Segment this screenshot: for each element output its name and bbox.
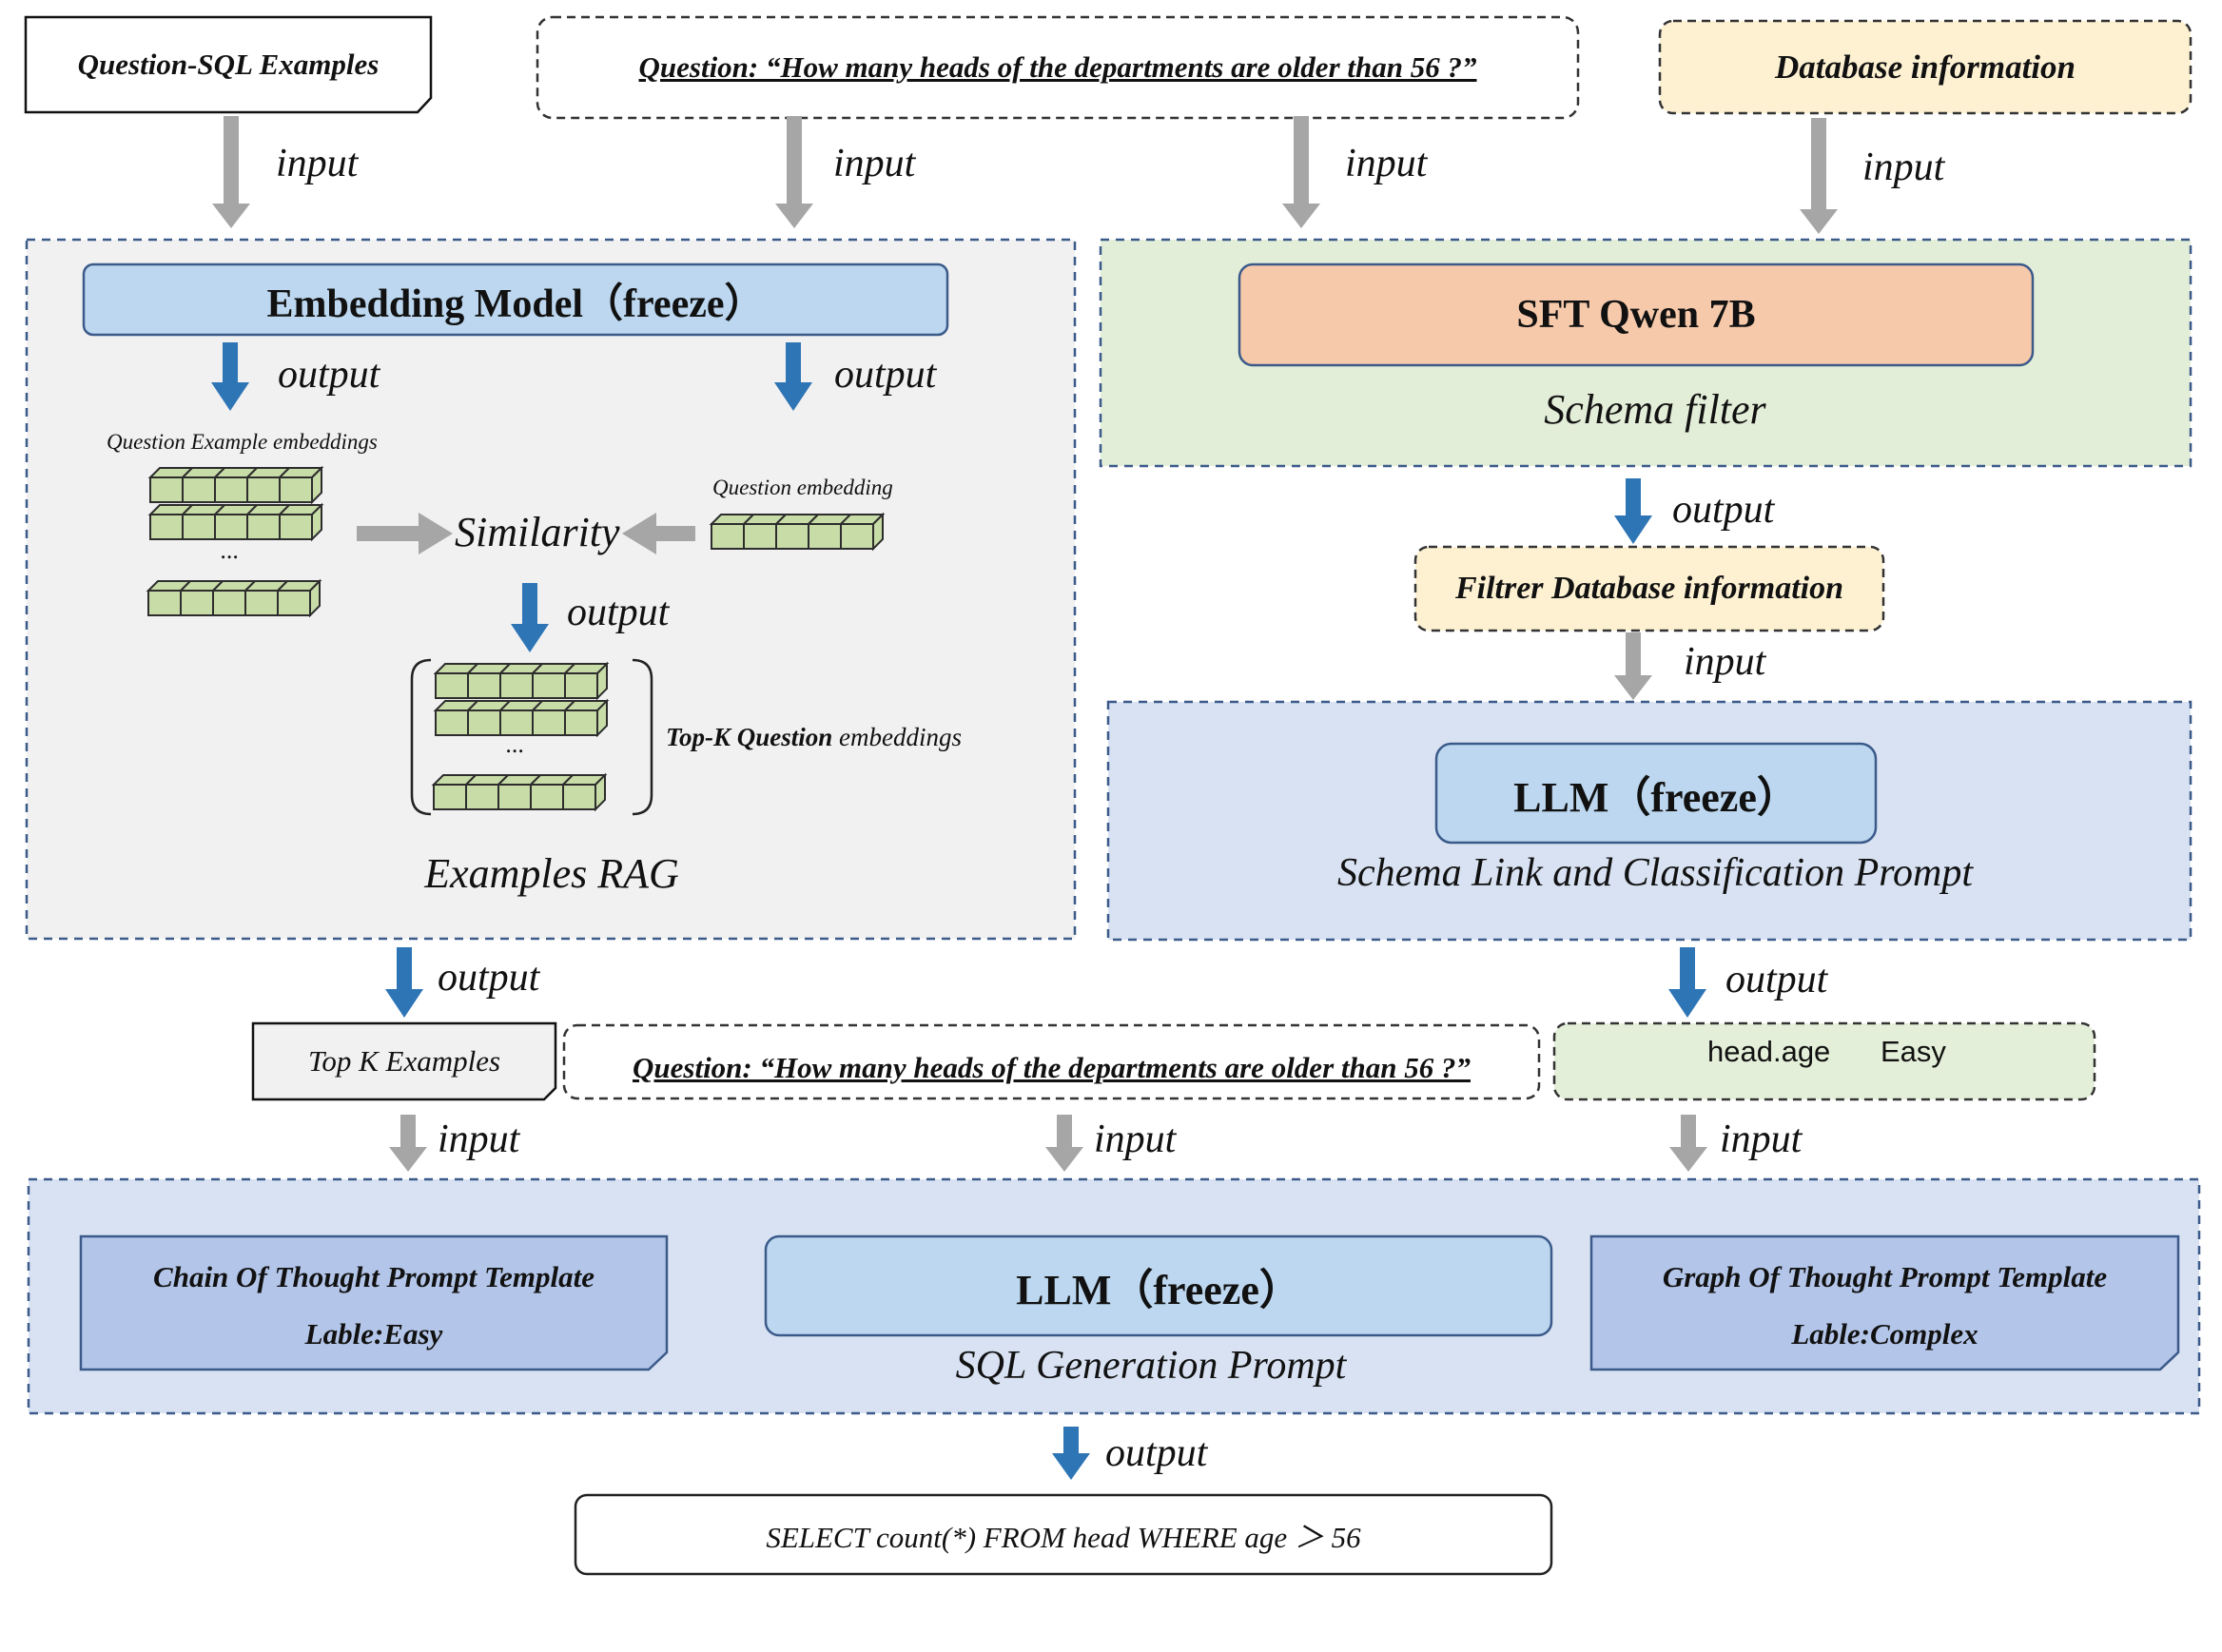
arrow-output-sql bbox=[1052, 1427, 1090, 1480]
input-label-1: input bbox=[276, 142, 359, 185]
got-label-complex: Lable:Complex bbox=[1791, 1317, 1978, 1351]
input-label-filtered: input bbox=[1684, 640, 1766, 684]
ellipsis-examples: ... bbox=[221, 536, 240, 564]
output-label-sql: output bbox=[1105, 1431, 1208, 1475]
question-box-top bbox=[536, 15, 1580, 120]
database-information-label: Database information bbox=[1774, 48, 2076, 86]
arrow-to-similarity-right bbox=[622, 513, 695, 554]
question-embedding-row bbox=[709, 512, 886, 552]
final-sql-label: SELECT count(*) FROM head WHERE age ＞ 56 bbox=[766, 1521, 1361, 1554]
arrow-output-emb-left bbox=[211, 342, 249, 411]
topk-bold-part: Top-K Question bbox=[666, 723, 833, 751]
ellipsis-topk: ... bbox=[506, 730, 525, 758]
arrow-input-bottom-3 bbox=[1669, 1115, 1707, 1172]
arrow-output-schema-link bbox=[1668, 947, 1706, 1018]
question-box-middle bbox=[562, 1023, 1541, 1100]
cot-template-label: Chain Of Thought Prompt Template bbox=[153, 1260, 594, 1293]
question-sql-examples-box bbox=[24, 15, 433, 114]
input-label-4: input bbox=[1862, 146, 1945, 189]
input-label-3: input bbox=[1345, 142, 1428, 185]
topk-bracket-left bbox=[410, 658, 432, 816]
topk-embedding-row-2 bbox=[433, 698, 610, 738]
arrow-output-sft bbox=[1614, 478, 1652, 544]
schema-filter-caption: Schema filter bbox=[1544, 385, 1766, 433]
llm-sql-box bbox=[764, 1234, 1553, 1337]
topk-bracket-right bbox=[632, 658, 653, 816]
arrow-output-similarity bbox=[511, 583, 549, 652]
question-label-middle: Question: “How many heads of the departm… bbox=[633, 1050, 1471, 1084]
head-age-label: head.age bbox=[1707, 1035, 1831, 1068]
filtered-db-box bbox=[1413, 545, 1885, 632]
output-label-similarity: output bbox=[567, 591, 670, 634]
filtered-db-label: Filtrer Database information bbox=[1454, 571, 1844, 606]
top-k-examples-label: Top K Examples bbox=[307, 1044, 501, 1078]
input-label-2: input bbox=[833, 142, 916, 185]
embedding-model-box bbox=[82, 262, 949, 337]
examples-rag-caption: Examples RAG bbox=[424, 849, 679, 897]
cot-template-box bbox=[79, 1234, 669, 1371]
easy-label: Easy bbox=[1881, 1035, 1946, 1068]
arrow-output-emb-right bbox=[774, 342, 812, 411]
arrow-input-1 bbox=[212, 116, 250, 228]
example-embedding-row-3 bbox=[146, 578, 322, 618]
final-sql-box bbox=[574, 1493, 1553, 1576]
output-label-schema-link: output bbox=[1725, 958, 1828, 1001]
database-information-box bbox=[1658, 19, 2193, 115]
llm-sql-label: LLM（freeze） bbox=[1016, 1267, 1301, 1313]
similarity-label: Similarity bbox=[455, 509, 620, 555]
question-example-embeddings-label: Question Example embeddings bbox=[107, 430, 378, 454]
input-label-bottom-2: input bbox=[1094, 1118, 1177, 1161]
got-template-box bbox=[1589, 1234, 2180, 1371]
gray-arrows bbox=[212, 116, 1838, 1172]
question-embedding-label: Question embedding bbox=[712, 476, 893, 499]
arrow-input-4 bbox=[1800, 118, 1838, 234]
sft-qwen-box bbox=[1238, 262, 2035, 367]
embedding-cubes bbox=[146, 465, 886, 812]
arrow-input-bottom-2 bbox=[1045, 1115, 1083, 1172]
arrow-input-2 bbox=[775, 116, 813, 228]
output-label-emb-right: output bbox=[834, 353, 937, 397]
head-age-box bbox=[1552, 1021, 2096, 1101]
arrow-output-rag bbox=[385, 947, 423, 1018]
got-template-label: Graph Of Thought Prompt Template bbox=[1662, 1260, 2108, 1293]
topk-embeddings-label: Top-K Question embeddings bbox=[666, 723, 962, 752]
arrow-input-3 bbox=[1282, 116, 1320, 228]
llm-schema-link-box bbox=[1434, 742, 1878, 845]
blue-arrows bbox=[211, 342, 1706, 1480]
schema-link-caption: Schema Link and Classification Prompt bbox=[1336, 851, 1974, 895]
llm-schema-link-label: LLM（freeze） bbox=[1513, 774, 1799, 821]
embedding-model-label: Embedding Model（freeze） bbox=[266, 282, 765, 326]
example-embedding-row-2 bbox=[147, 502, 324, 542]
top-k-examples-box bbox=[251, 1021, 557, 1101]
arrow-input-filtered bbox=[1614, 632, 1652, 700]
arrow-to-similarity-left bbox=[357, 513, 453, 554]
example-embedding-row-1 bbox=[147, 465, 324, 505]
sft-qwen-label: SFT Qwen 7B bbox=[1516, 293, 1756, 337]
question-label-top: Question: “How many heads of the departm… bbox=[638, 50, 1477, 84]
cot-label-easy: Lable:Easy bbox=[304, 1317, 443, 1351]
input-label-bottom-1: input bbox=[438, 1118, 520, 1161]
arrow-input-bottom-1 bbox=[389, 1115, 427, 1172]
output-label-sft: output bbox=[1672, 488, 1775, 532]
question-sql-examples-label: Question-SQL Examples bbox=[77, 48, 380, 81]
topk-embedding-row-1 bbox=[433, 661, 610, 701]
topk-rest-part: embeddings bbox=[832, 723, 963, 751]
output-label-rag: output bbox=[438, 956, 540, 1000]
topk-embedding-row-3 bbox=[431, 772, 608, 812]
output-label-emb-left: output bbox=[278, 353, 380, 397]
input-label-bottom-3: input bbox=[1720, 1118, 1803, 1161]
sql-generation-caption: SQL Generation Prompt bbox=[955, 1344, 1347, 1388]
